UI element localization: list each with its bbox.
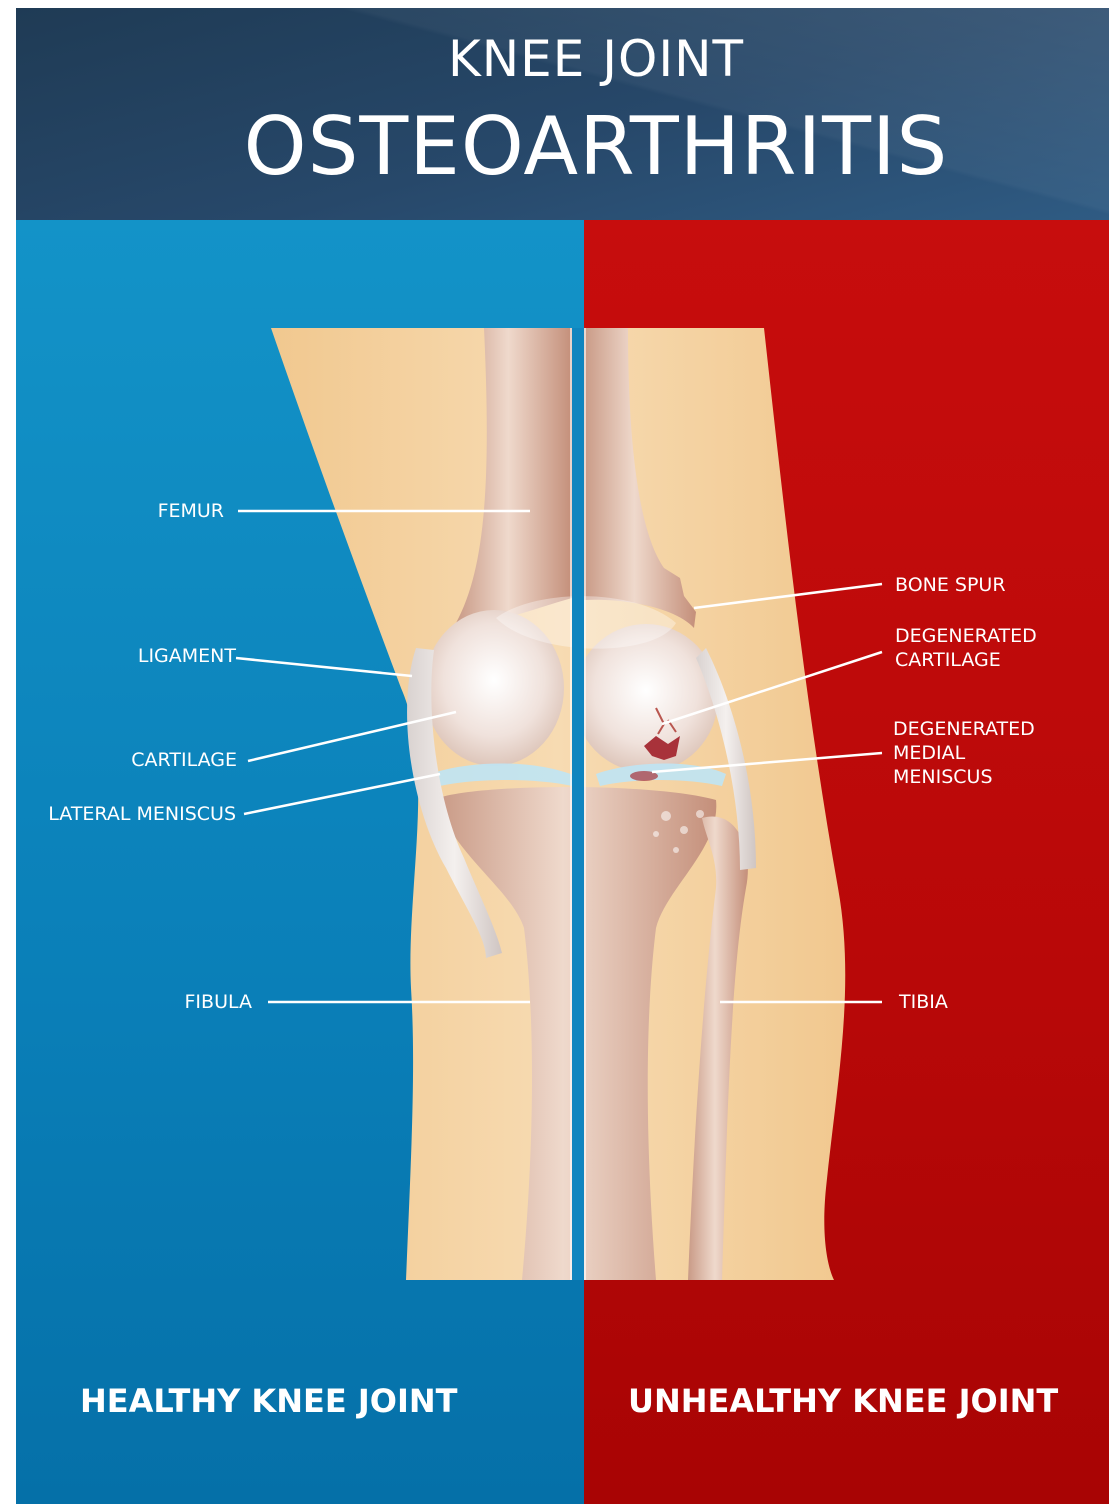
- leader-lateral-meniscus: [244, 774, 440, 814]
- label-tibia: TIBIA: [899, 990, 948, 1014]
- label-degenerated-cartilage-line2: CARTILAGE: [895, 648, 1037, 672]
- center-divider: [572, 328, 584, 1280]
- label-degenerated-meniscus-line2: MEDIAL: [893, 741, 1035, 765]
- label-degenerated-cartilage: DEGENERATED CARTILAGE: [895, 624, 1037, 672]
- center-divider-edge: [570, 328, 572, 1280]
- leader-ligament: [236, 658, 412, 676]
- label-degenerated-meniscus-line3: MENISCUS: [893, 765, 1035, 789]
- unhealthy-label: UNHEALTHY KNEE JOINT: [628, 1382, 1058, 1420]
- infographic-poster: KNEE JOINT OSTEOARTHRITIS: [16, 8, 1109, 1504]
- label-ligament: LIGAMENT: [138, 644, 236, 668]
- label-degenerated-medial-meniscus: DEGENERATED MEDIAL MENISCUS: [893, 717, 1035, 789]
- label-degenerated-cartilage-line1: DEGENERATED: [895, 624, 1037, 648]
- label-bone-spur: BONE SPUR: [895, 573, 1006, 597]
- label-cartilage: CARTILAGE: [131, 748, 237, 772]
- center-divider-edge-right: [584, 328, 586, 1280]
- label-femur: FEMUR: [158, 499, 224, 523]
- label-degenerated-meniscus-line1: DEGENERATED: [893, 717, 1035, 741]
- label-fibula: FIBULA: [185, 990, 253, 1014]
- healthy-label: HEALTHY KNEE JOINT: [80, 1382, 457, 1420]
- label-lateral-meniscus: LATERAL MENISCUS: [48, 802, 236, 826]
